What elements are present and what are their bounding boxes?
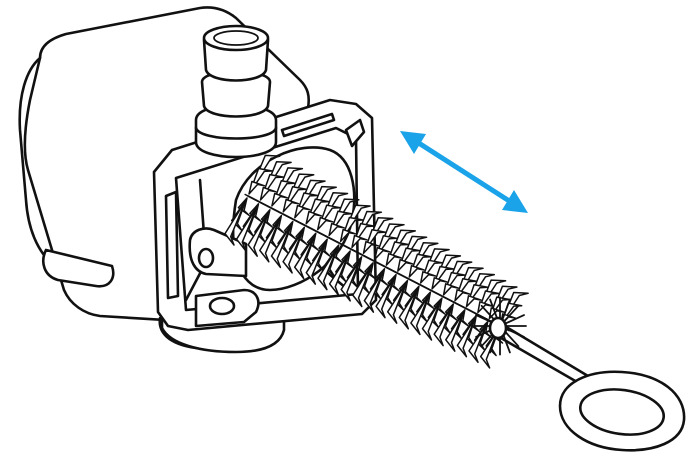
bristle-tuft (259, 218, 281, 263)
bristle-tuft (408, 264, 425, 278)
brush-handle-rod (492, 320, 590, 388)
bristle-tuft (293, 236, 315, 280)
nozzle-opening-inner (213, 30, 259, 46)
pump-body (18, 6, 378, 354)
bristle-tuft (235, 206, 258, 252)
double-headed-arrow-icon (400, 131, 528, 213)
brush-handle-ring-hole (578, 388, 666, 436)
bristle-tuft (445, 312, 464, 352)
frame-slot-right (344, 118, 366, 148)
arrow-shaft (411, 137, 517, 207)
frame-slot-top (280, 112, 336, 138)
pump-housing-side-edge (18, 56, 52, 264)
arrow-head-end (502, 190, 528, 213)
bristle-tuft (282, 198, 300, 213)
bristle-tuft (362, 240, 380, 255)
bristle-tuft (431, 277, 448, 290)
bristle-tuft (328, 253, 350, 297)
bristle-tuft (316, 216, 334, 231)
bristle-tuft (397, 258, 414, 272)
frame-slot-left (164, 190, 180, 300)
bristle-tuft (224, 201, 246, 246)
bristle-tuft (351, 234, 368, 249)
bristle-tuft (328, 222, 346, 237)
bristle-tuft (398, 289, 418, 330)
bristle-tuft (259, 186, 277, 201)
bristle-tuft (410, 294, 430, 336)
nozzle-opening (202, 24, 270, 52)
bristle-tuft (375, 277, 395, 319)
mount-hole-upper (197, 247, 215, 269)
bristle-tuft (479, 330, 499, 369)
bristle-tuft (419, 271, 437, 284)
bristle-tuft (271, 192, 289, 207)
outlet-nozzle (194, 24, 278, 159)
bristle-tuft (294, 204, 311, 219)
bristle-tuft (442, 283, 460, 296)
bristle-tuft (352, 265, 372, 308)
bristle-tuft (465, 295, 482, 308)
bristle-tuft (339, 228, 357, 243)
bristle-tuft (363, 271, 384, 313)
brush-core-wire (247, 195, 501, 327)
arrow-head-start (400, 131, 426, 154)
bristle-tuft (270, 224, 292, 269)
pump-foot-left (42, 248, 115, 288)
bristle-tuft (340, 259, 361, 302)
bristle-tuft (317, 248, 338, 291)
nozzle-collar-ring (194, 126, 278, 140)
bristle-tuft (247, 212, 269, 257)
bristle-tuft (282, 230, 304, 274)
mount-hole-lower (208, 296, 236, 316)
bristle-tuft (248, 180, 266, 195)
brush-tip-cap (488, 316, 508, 340)
bristle-tuft (305, 210, 323, 225)
brush-bristles (224, 154, 529, 369)
bristle-tuft (454, 289, 471, 302)
bristle-tuft (421, 300, 441, 341)
cleaning-brush (224, 154, 686, 452)
bristle-tuft (456, 318, 476, 358)
bristle-tuft (305, 242, 327, 285)
bristle-tuft (386, 283, 407, 324)
bristle-tuft (374, 246, 391, 260)
bristle-tuft (433, 306, 453, 347)
bristle-tuft (385, 252, 403, 266)
